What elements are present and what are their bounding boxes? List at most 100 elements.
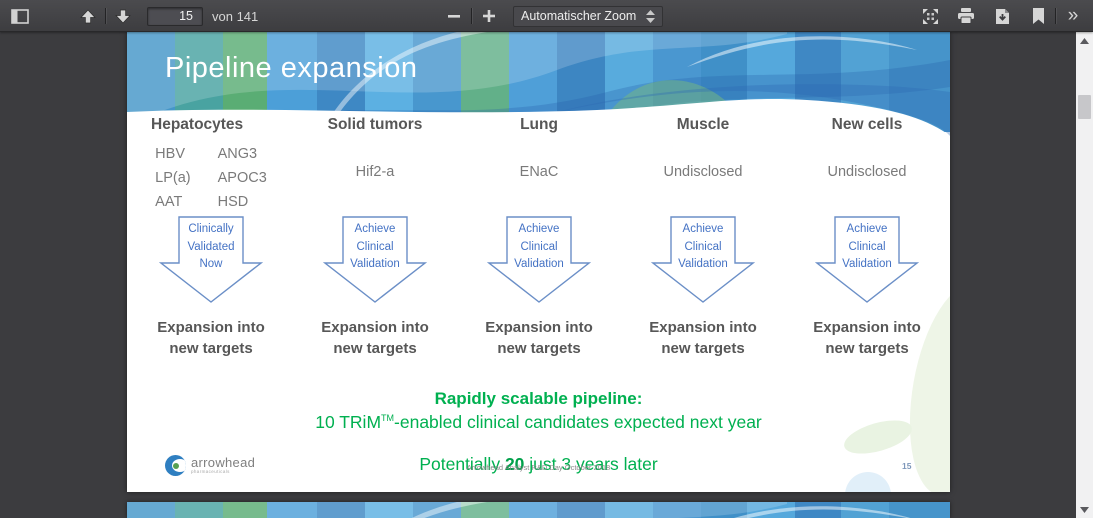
page-up-icon	[80, 8, 96, 23]
down-arrow-icon	[159, 216, 263, 303]
arrow-label-line: Clinically	[188, 223, 234, 235]
down-arrow-icon	[651, 216, 755, 303]
down-arrow-shape: Achieve Clinical Validation	[651, 216, 755, 304]
pdf-page-current: Pipeline expansion Hepatocytes HBV LP(a)…	[127, 32, 950, 492]
scrollbar-down-button[interactable]	[1076, 501, 1093, 518]
print-icon	[958, 8, 974, 24]
column-muscle: Muscle Undisclosed	[621, 116, 785, 214]
slide-header-banner	[127, 32, 950, 142]
down-arrow-shape: Achieve Clinical Validation	[815, 216, 919, 304]
arrow-label-line: Achieve	[354, 223, 396, 235]
target-item: ENaC	[519, 164, 559, 180]
download-button[interactable]	[988, 4, 1016, 29]
vertical-scrollbar[interactable]	[1076, 32, 1093, 518]
pdf-page-next	[127, 502, 950, 518]
down-arrow-shape: Clinically Validated Now	[159, 216, 263, 304]
double-chevron-icon: »	[1067, 4, 1079, 26]
arrow-label-line: Clinical	[520, 240, 558, 253]
arrowhead-logo: arrowhead pharmaceuticals	[165, 455, 255, 476]
slide-page-number: 15	[902, 461, 912, 471]
previous-page-button[interactable]	[74, 4, 102, 29]
select-arrows-icon	[646, 9, 655, 23]
more-tools-button[interactable]: »	[1059, 4, 1087, 29]
next-page-button[interactable]	[109, 4, 137, 29]
slide-title: Pipeline expansion	[165, 52, 418, 84]
scroll-up-icon	[1080, 37, 1089, 44]
presentation-mode-icon	[922, 8, 938, 24]
presentation-mode-button[interactable]	[916, 4, 944, 29]
sidebar-toggle-icon	[11, 8, 29, 24]
download-icon	[995, 8, 1009, 24]
target-item: APOC3	[217, 170, 267, 186]
down-arrow-icon	[487, 216, 591, 303]
pdf-viewer-canvas: Pipeline expansion Hepatocytes HBV LP(a)…	[0, 32, 1093, 518]
arrow-label-line: Clinical	[684, 240, 722, 253]
arrow-label-line: Validation	[842, 258, 892, 270]
zoom-in-icon	[483, 10, 495, 22]
page-count-label: von 141	[212, 8, 259, 24]
down-arrow-icon	[323, 216, 427, 303]
arrow-label-line: Clinical	[848, 240, 886, 253]
arrow-label-line: Validation	[514, 258, 564, 270]
target-item: LP(a)	[155, 170, 191, 186]
logo-name: arrowhead	[191, 455, 256, 470]
page-down-icon	[115, 9, 131, 24]
target-item: AAT	[155, 194, 183, 210]
target-item: Undisclosed	[663, 164, 743, 180]
down-arrow-icon	[815, 216, 919, 303]
slide-footer-note: Arrowhead Analyst R&D Day October 2018	[466, 463, 611, 472]
down-arrow-shape: Achieve Clinical Validation	[323, 216, 427, 304]
arrow-label-line: Validation	[678, 258, 728, 270]
arrowhead-logo-icon	[165, 455, 186, 476]
zoom-level-select[interactable]: Automatischer Zoom	[513, 5, 663, 27]
column-hepatocytes: Hepatocytes HBV LP(a) AAT ANG3 APOC3 HSD	[129, 116, 293, 214]
toolbar-separator	[471, 8, 472, 24]
bookmark-icon	[1032, 8, 1044, 24]
logo-subtitle: pharmaceuticals	[191, 469, 230, 474]
scroll-down-icon	[1080, 506, 1089, 513]
arrow-label-line: Validated	[187, 240, 235, 253]
pipeline-columns: Hepatocytes HBV LP(a) AAT ANG3 APOC3 HSD…	[129, 116, 949, 214]
target-item: HBV	[155, 146, 185, 162]
target-item: Hif2-a	[355, 164, 395, 180]
column-new-cells: New cells Undisclosed	[785, 116, 949, 214]
pdf-viewer-toolbar: von 141 Automatischer Zoom	[0, 0, 1093, 32]
target-list: HBV LP(a) AAT ANG3 APOC3 HSD	[129, 142, 293, 214]
down-arrow-shape: Achieve Clinical Validation	[487, 216, 591, 304]
sidebar-toggle-button[interactable]	[6, 4, 34, 29]
target-item: ANG3	[217, 146, 258, 162]
bookmark-button[interactable]	[1024, 4, 1052, 29]
zoom-level-value: Automatischer Zoom	[521, 9, 637, 23]
arrow-label-line: Now	[199, 258, 223, 270]
arrow-label-line: Achieve	[682, 223, 724, 235]
column-lung: Lung ENaC	[457, 116, 621, 214]
arrows-row: Clinically Validated Now Achieve Clinica…	[129, 216, 949, 304]
arrow-label-line: Validation	[350, 258, 400, 270]
column-header: Hepatocytes	[151, 116, 244, 133]
pipeline-line3: Potentially 20 just 3 years later	[419, 454, 658, 474]
pipeline-headline: Rapidly scalable pipeline:	[434, 389, 643, 408]
toolbar-separator	[105, 8, 106, 24]
zoom-out-button[interactable]	[440, 4, 468, 29]
page-number-input[interactable]	[147, 6, 203, 26]
zoom-in-button[interactable]	[475, 4, 503, 29]
circle-decoration	[845, 472, 891, 492]
arrow-label-line: Achieve	[846, 223, 888, 235]
scrollbar-up-button[interactable]	[1076, 32, 1093, 49]
column-solid-tumors: Solid tumors Hif2-a	[293, 116, 457, 214]
column-header: Muscle	[676, 116, 730, 133]
slide-header-banner	[127, 502, 950, 518]
pipeline-line2: 10 TRiMTM-enabled clinical candidates ex…	[315, 412, 762, 432]
column-header: Solid tumors	[327, 116, 423, 133]
column-header: New cells	[831, 116, 903, 133]
arrow-label-line: Clinical	[356, 240, 394, 253]
print-button[interactable]	[952, 4, 980, 29]
scrollbar-thumb[interactable]	[1078, 95, 1091, 119]
zoom-out-icon	[448, 15, 460, 18]
